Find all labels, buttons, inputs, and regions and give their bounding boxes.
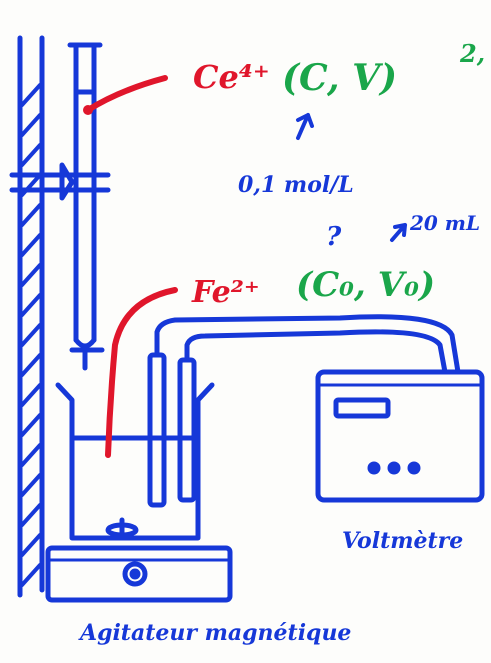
electrodes — [147, 352, 197, 508]
stand-rod — [17, 35, 45, 598]
electrode-cable — [154, 314, 461, 375]
analyte-unknown-mark: ? — [326, 222, 342, 252]
titrant-pointer — [85, 75, 168, 113]
voltmeter-display-icon — [333, 397, 391, 419]
corner-fragment: 2, — [459, 39, 485, 68]
voltmeter-knob-icon — [367, 461, 421, 475]
burette — [67, 42, 105, 371]
magnetic-stirrer — [45, 545, 233, 603]
concentration-arrow — [296, 113, 314, 140]
annotation-arrows — [296, 113, 407, 242]
apparatus — [9, 35, 485, 603]
titrant-ion-label: Ce⁴⁺ — [193, 58, 270, 96]
stir-bar-icon — [105, 517, 139, 541]
pointer-dots — [83, 105, 93, 115]
analyte-pointer — [105, 287, 178, 458]
beaker — [55, 382, 215, 541]
volume-arrow — [390, 223, 407, 242]
analyte-volume: 20 mL — [409, 211, 480, 235]
analyte-ion-label: Fe²⁺ — [191, 275, 260, 310]
analyte-notation: (C₀, V₀) — [296, 265, 435, 305]
stirrer-knob-icon — [122, 561, 148, 587]
voltmeter-label: Voltmètre — [342, 528, 463, 554]
voltmeter — [315, 369, 485, 503]
ion-pointers — [85, 75, 178, 458]
titrant-concentration: 0,1 mol/L — [238, 172, 354, 198]
stirrer-label: Agitateur magnétique — [78, 620, 351, 646]
titrant-notation: (C, V) — [282, 57, 397, 99]
